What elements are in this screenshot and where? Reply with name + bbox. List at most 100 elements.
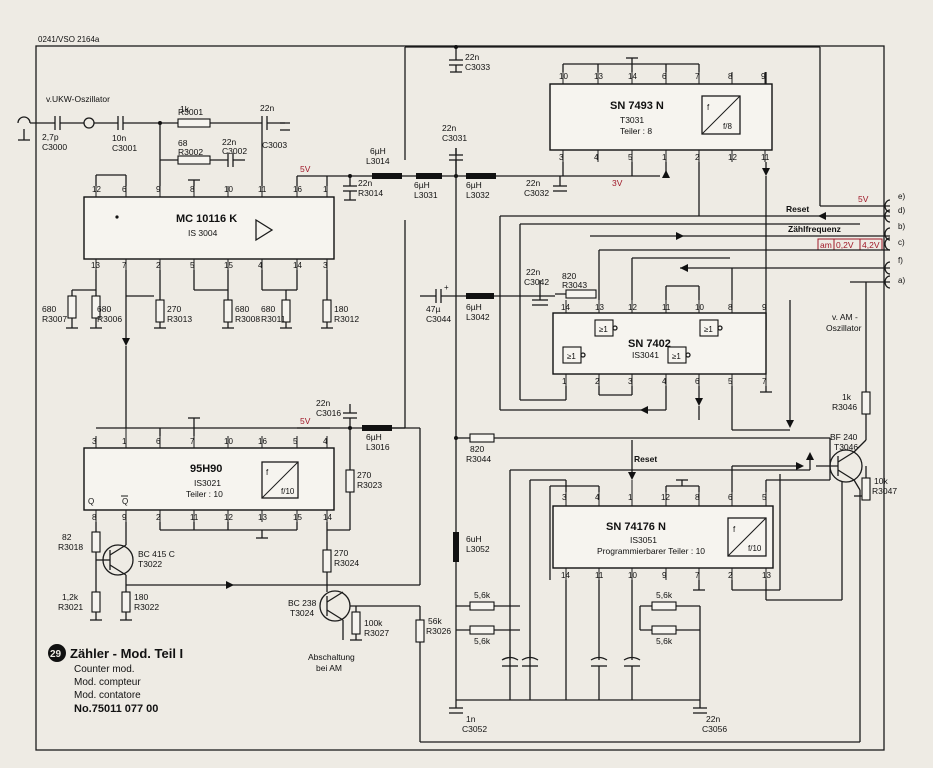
svg-text:820: 820 [562,271,576,281]
v02-label: 0,2V [836,240,854,250]
r3023 [345,469,355,493]
r3013-ref: R3013 [167,314,192,324]
svg-text:Q: Q [88,497,94,506]
svg-text:22n: 22n [316,398,330,408]
svg-text:6: 6 [122,185,127,194]
svg-text:5: 5 [762,493,767,502]
svg-text:f/10: f/10 [281,487,295,496]
r3007-ref: R3007 [42,314,67,324]
c3031-ref: C3031 [442,133,467,143]
r3047-ref: R3047 [872,486,897,496]
svg-text:10: 10 [224,185,233,194]
connector-block [884,199,891,289]
c3000-ref: C3000 [42,142,67,152]
svg-text:8: 8 [695,493,700,502]
conn-c: c) [898,238,905,247]
amplifier-symbol [255,218,274,242]
r3044-ref: R3044 [466,454,491,464]
r3018 [91,531,101,553]
t3046-ref: T3046 [834,442,858,452]
r3012 [322,299,332,323]
c3033-ref: C3033 [465,62,490,72]
reset2-label: Reset [634,454,657,464]
sn7493-name: SN 7493 N [610,100,664,112]
c3003-val: 22n [260,103,274,113]
svg-text:BF 240: BF 240 [830,432,858,442]
svg-text:4: 4 [258,261,263,270]
svg-text:BC 415 C: BC 415 C [138,549,175,559]
svg-text:15: 15 [293,513,302,522]
l3032-ref: L3032 [466,190,490,200]
svg-text:7: 7 [190,437,195,446]
svg-text:7: 7 [762,377,767,386]
caption-line-2: Mod. compteur [74,677,141,688]
sn7493-sub: Teiler : 8 [620,126,652,136]
svg-text:680: 680 [42,304,56,314]
r56-c [651,601,677,611]
l3052-ref: L3052 [466,544,490,554]
svg-text:1,2k: 1,2k [62,592,79,602]
r3027-ref: R3027 [364,628,389,638]
svg-text:100k: 100k [364,618,383,628]
svg-text:1n: 1n [466,714,476,724]
svg-text:1: 1 [122,437,127,446]
svg-text:6µH: 6µH [466,302,482,312]
conn-f: f) [898,256,903,265]
sn7493-bottom-pins: 3 4 5 1 2 12 11 [559,150,770,162]
svg-text:1: 1 [628,493,633,502]
r3021-ref: R3021 [58,602,83,612]
v3-label: 3V [612,178,623,188]
svg-text:3: 3 [628,377,633,386]
l3042-ref: L3042 [466,312,490,322]
svg-text:9: 9 [662,571,667,580]
t3022-ref: T3022 [138,559,162,569]
sn74176-name: SN 74176 N [606,521,666,533]
ic-95h90 [83,447,335,511]
v5-right: 5V [858,194,869,204]
r3027 [351,611,361,635]
r3026-ref: R3026 [426,626,451,636]
svg-text:≥1: ≥1 [599,325,608,334]
svg-text:270: 270 [357,470,371,480]
svg-text:11: 11 [662,303,671,312]
conn-b: b) [898,222,905,231]
svg-text:7: 7 [695,72,700,81]
svg-text:11: 11 [761,153,770,162]
ic-mc10116k [83,196,335,260]
svg-text:8: 8 [728,303,733,312]
svg-text:22n: 22n [442,123,456,133]
svg-text:10: 10 [559,72,568,81]
svg-text:4: 4 [594,153,599,162]
svg-text:14: 14 [323,513,332,522]
r3012-ref: R3012 [334,314,359,324]
r3008-ref: R3008 [235,314,260,324]
sn74176-divider-symbol [727,517,767,557]
svg-text:4: 4 [323,437,328,446]
reset-label: Reset [786,204,809,214]
trimmer-capacitors [501,580,641,700]
r3008 [223,299,233,323]
svg-text:9: 9 [761,72,766,81]
svg-text:22n: 22n [358,178,372,188]
svg-text:12: 12 [661,493,670,502]
r3002-ref: R3002 [178,147,203,157]
svg-text:1: 1 [323,185,328,194]
r3022-ref: R3022 [134,602,159,612]
sn7402-name: SN 7402 [628,338,671,350]
frame-border [35,45,885,751]
h95-sub: Teiler : 10 [186,489,223,499]
svg-text:12: 12 [224,513,233,522]
c3001-ref: C3001 [112,143,137,153]
svg-text:14: 14 [561,571,570,580]
svg-text:6: 6 [728,493,733,502]
svg-text:1k: 1k [842,392,852,402]
svg-text:9: 9 [762,303,767,312]
svg-text:680: 680 [97,304,111,314]
r3026 [415,619,425,643]
svg-text:1k: 1k [180,104,190,114]
svg-text:8: 8 [728,72,733,81]
svg-text:13: 13 [594,72,603,81]
mc-name: MC 10116 K [176,213,237,225]
svg-text:6µH: 6µH [414,180,430,190]
